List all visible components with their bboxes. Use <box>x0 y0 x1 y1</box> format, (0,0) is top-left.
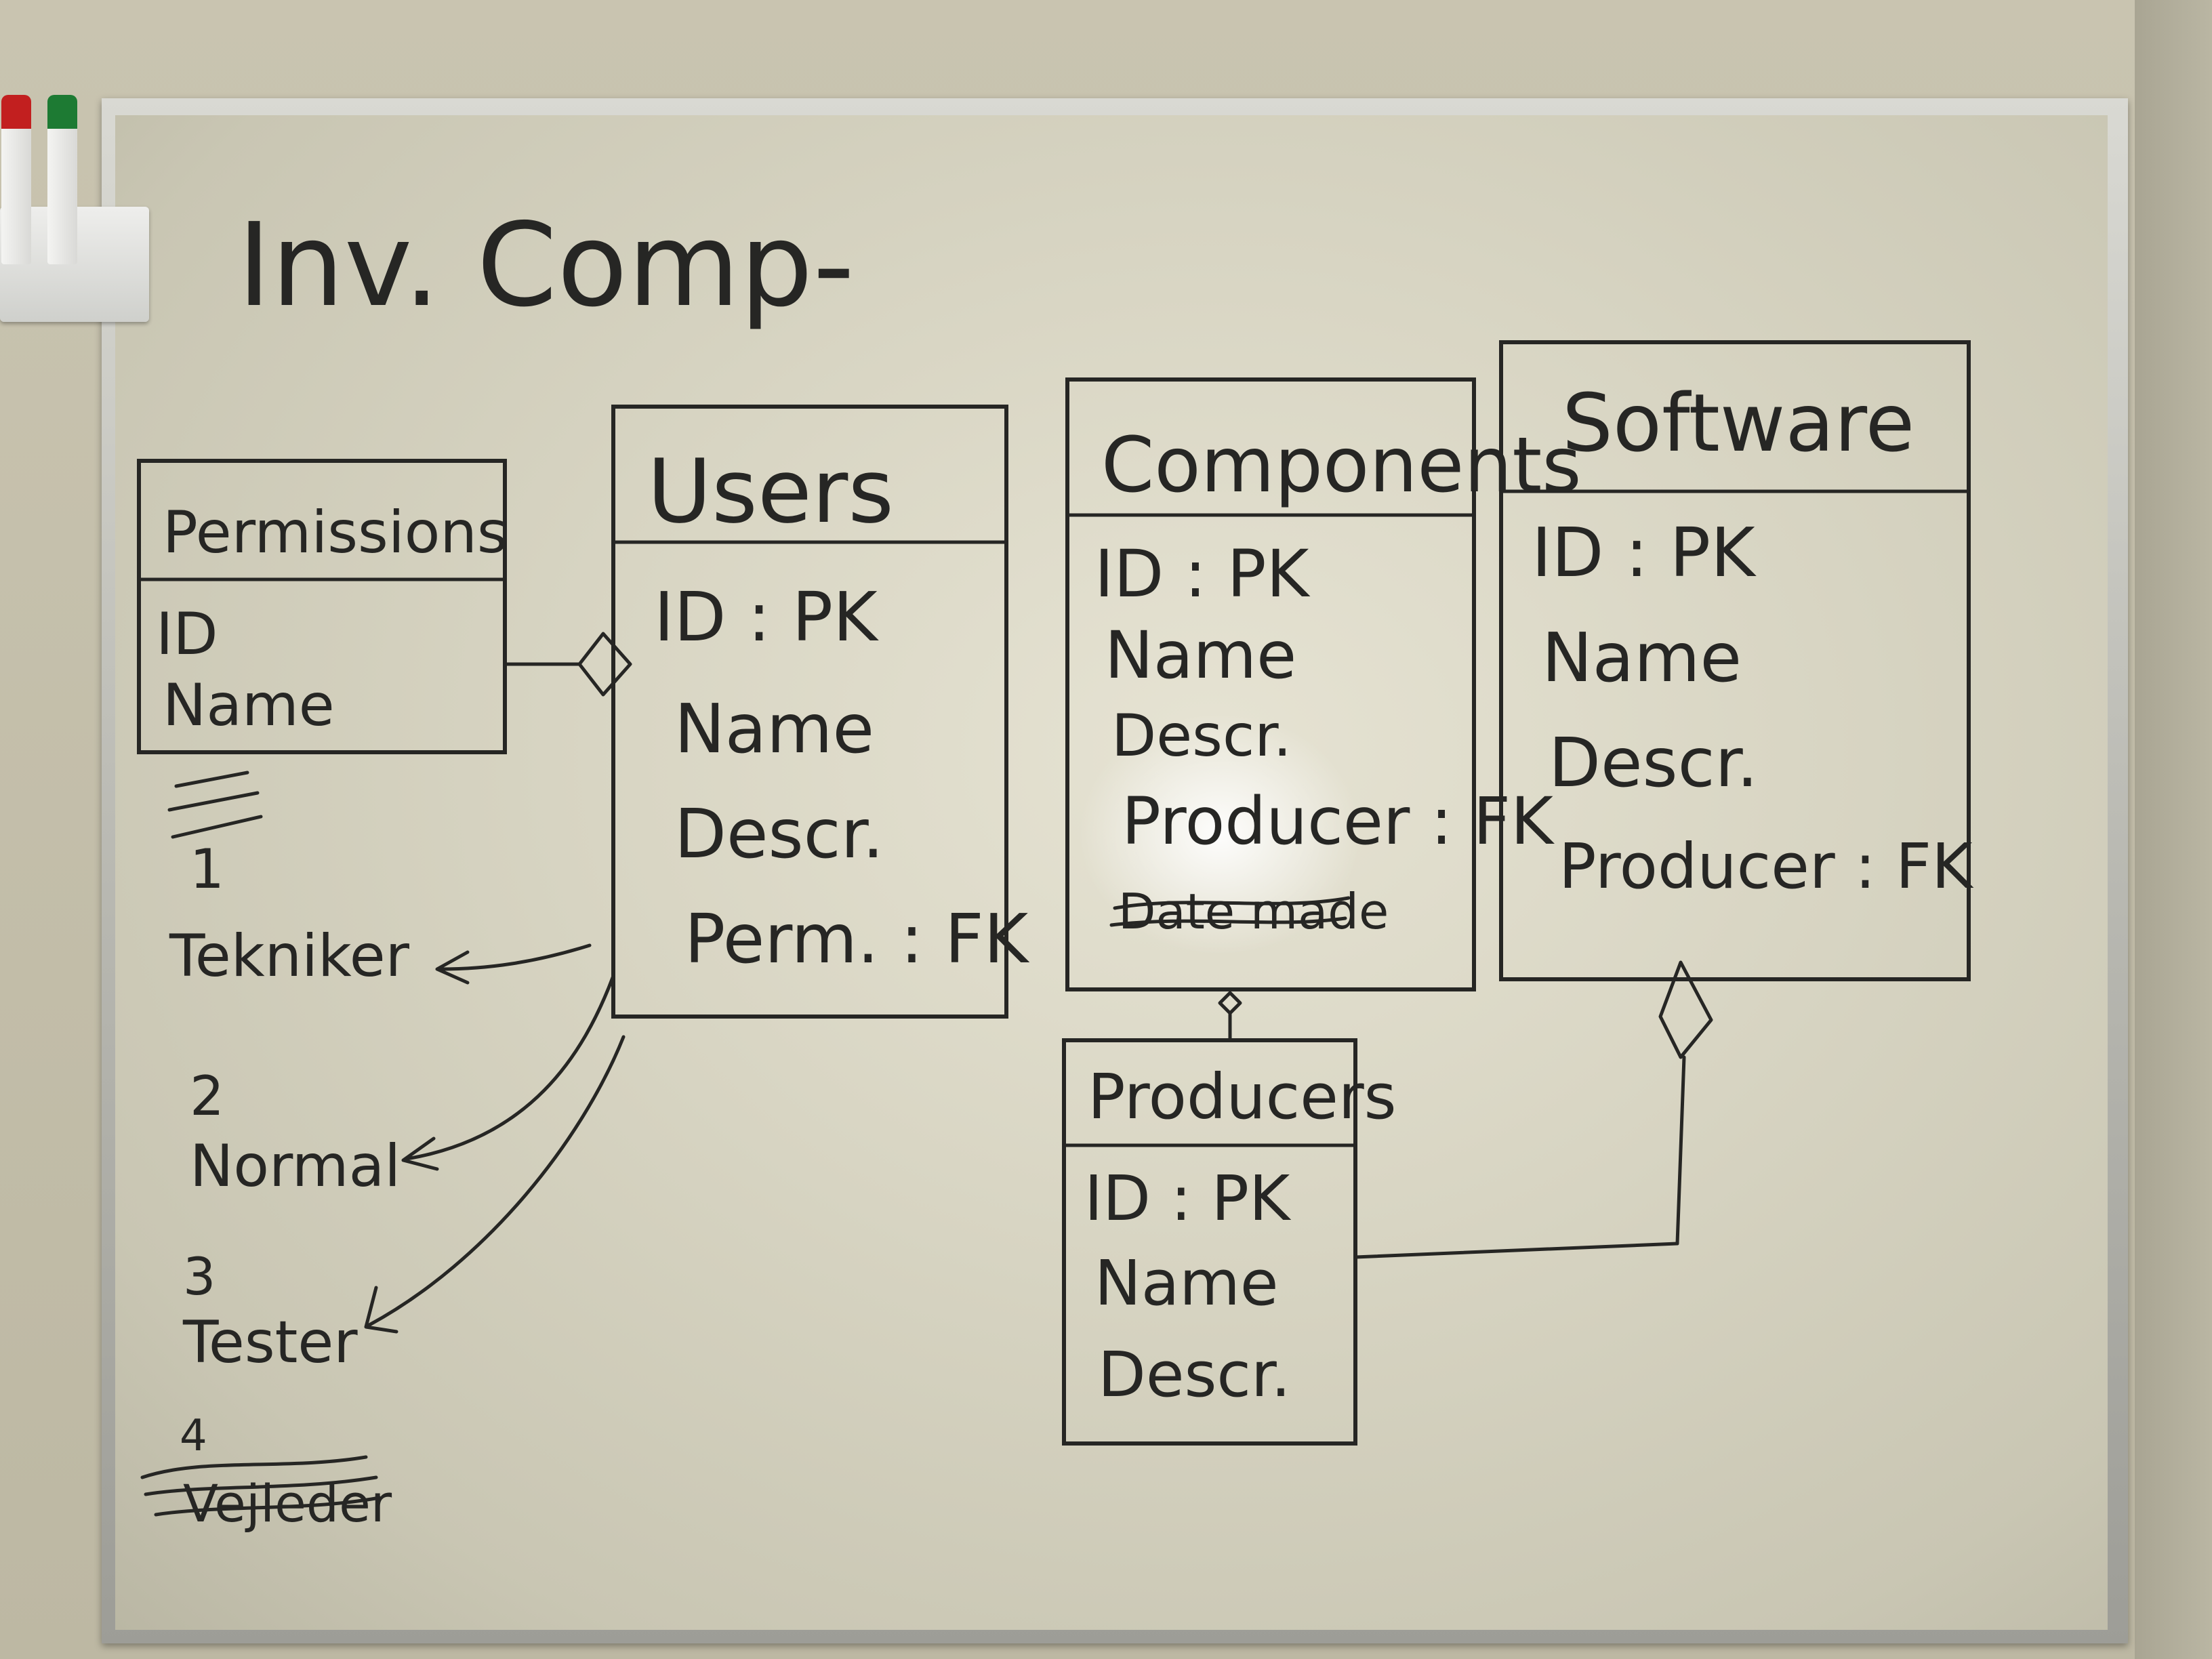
entity-users-field: Descr. <box>674 794 884 874</box>
entity-producers-field: ID : PK <box>1084 1162 1292 1235</box>
entity-permissions-box <box>137 459 507 754</box>
permission-value-label: Normal <box>190 1132 401 1200</box>
entity-users-name: Users <box>647 440 894 543</box>
permission-value-number: 4 <box>180 1411 207 1461</box>
permission-value-label: Tester <box>182 1309 358 1376</box>
entity-components-box <box>1065 377 1476 991</box>
arrowhead-icon <box>401 1136 439 1171</box>
aggregation-diamond-icon <box>577 632 632 697</box>
entity-software-field: Producer : FK <box>1559 830 1974 903</box>
wall <box>2135 0 2212 1659</box>
arrow-to-tester <box>367 1035 626 1327</box>
entity-users: Users ID : PK Name Descr. Perm. : FK <box>611 405 1030 1019</box>
entity-software-name: Software <box>1562 376 1914 470</box>
permission-value-number: 3 <box>183 1246 216 1307</box>
entity-producers-field: Descr. <box>1098 1338 1291 1411</box>
entity-users-field: ID : PK <box>654 577 879 657</box>
arrowhead-icon <box>364 1286 398 1334</box>
entity-software-field: Name <box>1542 618 1742 697</box>
arrow-to-tekniker <box>438 943 592 971</box>
red-marker-icon <box>1 95 31 264</box>
entity-permissions-field: Name <box>163 672 335 739</box>
permission-value-number: 2 <box>190 1065 224 1128</box>
aggregation-diamond-icon <box>1658 960 1713 1059</box>
permission-value-label: Tekniker <box>169 922 410 990</box>
entity-software-box <box>1499 340 1971 981</box>
entity-software: Software ID : PK Name Descr. Producer : … <box>1499 340 1974 981</box>
entity-components: Components ID : PK Name Descr. Producer … <box>1065 377 1582 991</box>
entity-components-name: Components <box>1101 422 1582 510</box>
strike-through-scribble <box>140 1455 382 1517</box>
entity-users-field: Perm. : FK <box>684 899 1030 979</box>
arrowhead-icon <box>435 950 470 985</box>
entity-producers-box <box>1062 1038 1357 1446</box>
green-marker-icon <box>47 95 77 264</box>
entity-software-field: ID : PK <box>1532 513 1757 592</box>
entity-producers: Producers ID : PK Name Descr. <box>1062 1038 1397 1446</box>
entity-permissions: Permissions ID Name <box>137 459 508 754</box>
entity-permissions-field: ID <box>156 600 218 668</box>
relation-software-producers-line <box>1353 1055 1686 1259</box>
entity-software-field: Descr. <box>1549 723 1758 802</box>
entity-users-field: Name <box>674 689 874 769</box>
aggregation-diamond-icon <box>1218 991 1242 1015</box>
arrow-to-normal <box>405 974 615 1161</box>
separator-strokes <box>167 771 263 839</box>
entity-components-field: Descr. <box>1111 702 1292 770</box>
strike-through-scribble <box>1109 896 1351 927</box>
entity-producers-name: Producers <box>1088 1061 1397 1133</box>
diagram-title: Inv. Comp- <box>237 199 855 333</box>
entity-permissions-name: Permissions <box>163 499 508 567</box>
entity-components-struck-field: Date made <box>1118 883 1389 940</box>
permission-value-label: Vejleder <box>183 1473 392 1534</box>
entity-producers-field: Name <box>1094 1247 1278 1319</box>
entity-users-box <box>611 405 1008 1019</box>
entity-components-field: Name <box>1105 617 1296 693</box>
entity-components-field: ID : PK <box>1094 536 1311 612</box>
permission-value-number: 1 <box>190 838 224 901</box>
entity-components-field: Producer : FK <box>1122 783 1555 859</box>
